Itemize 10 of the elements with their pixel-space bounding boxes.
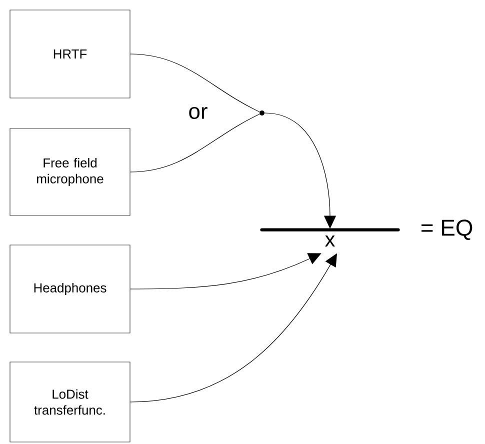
- arrow: [130, 253, 322, 290]
- connector-line: [130, 114, 260, 172]
- process-box: LoDist transferfunc.: [10, 362, 130, 442]
- equation-text: = EQ: [422, 220, 472, 240]
- fraction: x: [260, 228, 400, 247]
- connector-line: [130, 54, 260, 112]
- process-box: Headphones: [10, 244, 130, 334]
- process-box: Free field microphone: [10, 128, 130, 216]
- process-box: HRTF: [10, 10, 130, 98]
- label-text: or: [189, 106, 208, 119]
